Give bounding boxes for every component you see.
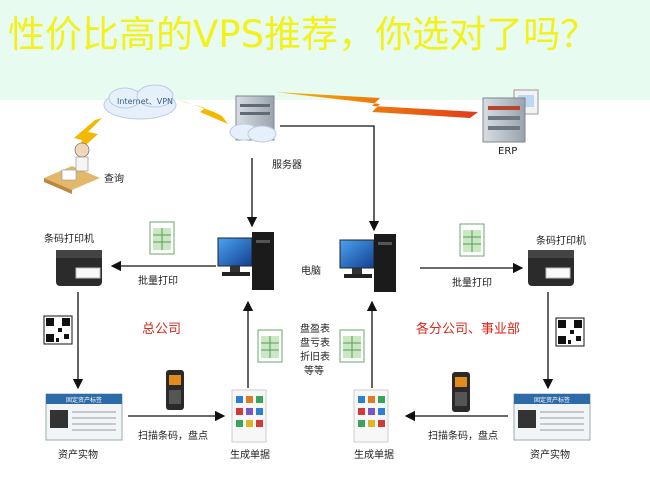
printer-right-label: 条码打印机 (536, 236, 586, 247)
cloud-icon (103, 84, 177, 120)
report-label-2: 盘亏表 (300, 338, 330, 349)
spreadsheet-icon (339, 329, 365, 363)
query-label: 查询 (104, 174, 124, 185)
asset-right-label: 资产实物 (530, 450, 570, 461)
spreadsheet-icon (459, 223, 485, 257)
erp-label: ERP (498, 146, 518, 157)
scan-left-label: 扫描条码，盘点 (138, 431, 208, 442)
hq-label: 总公司 (142, 322, 182, 337)
handheld-scanner-icon (166, 370, 184, 410)
server-label: 服务器 (272, 160, 302, 171)
computer-label: 电脑 (301, 266, 321, 277)
banner-title: 性价比高的VPS推荐，你选对了吗？ (8, 13, 598, 56)
branch-label: 各分公司、事业部 (416, 322, 521, 337)
person-desk-icon (44, 142, 100, 194)
barcode-printer-icon (56, 250, 102, 286)
tag-title: 固定资产标签 (534, 396, 570, 404)
spreadsheet-icon (257, 329, 283, 363)
sheet-right-label: 生成单据 (354, 450, 394, 461)
asset-tag-icon (45, 393, 123, 441)
batch-print-left-label: 批量打印 (138, 276, 178, 287)
qr-code-icon (43, 315, 73, 345)
report-label-1: 盘盈表 (300, 324, 330, 335)
spreadsheet-icon (149, 221, 175, 255)
asset-left-label: 资产实物 (58, 450, 98, 461)
server-icon (229, 95, 277, 143)
computer-icon (217, 232, 274, 290)
report-label-3: 折旧表 (300, 352, 330, 363)
title-banner: 性价比高的VPS推荐，你选对了吗？ (0, 0, 650, 100)
cloud-label: Internet、VPN (117, 97, 174, 106)
tag-title: 固定资产标签 (66, 396, 102, 404)
handheld-scanner-icon (452, 372, 470, 412)
erp-server-icon (482, 89, 539, 143)
asset-tag-icon (513, 393, 591, 441)
app-screen-icon (353, 389, 389, 443)
sheet-left-label: 生成单据 (230, 450, 270, 461)
scan-right-label: 扫描条码，盘点 (428, 431, 498, 442)
batch-print-right-label: 批量打印 (452, 278, 492, 289)
lightning-icon (178, 100, 228, 124)
printer-left-label: 条码打印机 (44, 234, 94, 245)
barcode-printer-icon (528, 250, 574, 286)
app-screen-icon (231, 389, 267, 443)
computer-icon (339, 234, 396, 292)
lightning-icon (275, 92, 478, 118)
qr-code-icon (555, 317, 585, 347)
report-label-4: 等等 (304, 366, 324, 377)
